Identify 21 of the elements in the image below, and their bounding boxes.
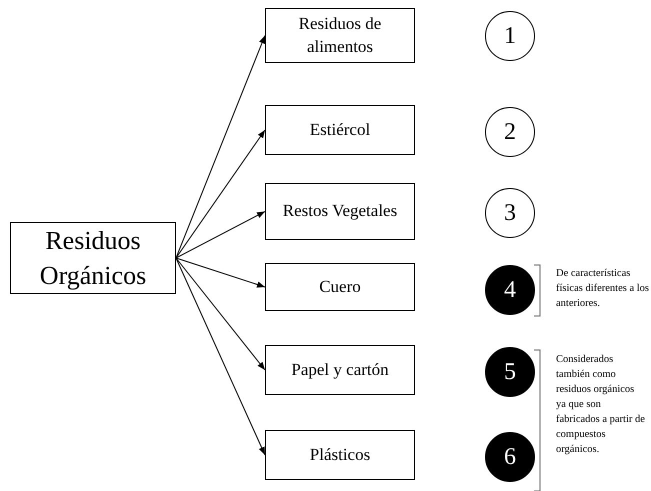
arrow xyxy=(176,130,266,258)
category-box: Plásticos xyxy=(265,430,415,480)
category-box: Residuos de alimentos xyxy=(265,8,415,63)
note-text: De características físicas diferentes a los anteriores. xyxy=(556,267,650,311)
arrow xyxy=(176,258,266,456)
category-box: Cuero xyxy=(265,263,415,311)
number-circle: 6 xyxy=(485,432,535,482)
category-box: Residuos Orgánicos xyxy=(10,222,176,294)
number-circle: 4 xyxy=(485,265,535,315)
category-box: Estiércol xyxy=(265,105,415,155)
number-circle: 3 xyxy=(485,188,535,238)
number-circle: 2 xyxy=(485,107,535,157)
arrow xyxy=(176,258,266,288)
category-box: Restos Vegetales xyxy=(265,183,415,240)
number-circle: 1 xyxy=(485,11,535,61)
arrow xyxy=(176,35,266,258)
arrow xyxy=(176,258,266,370)
note-text: Considerados también como residuos orgánicos ya que son fabricados a partir de compuestos orgánicos. xyxy=(556,353,646,457)
number-circle: 5 xyxy=(485,347,535,397)
category-box: Papel y cartón xyxy=(265,345,415,395)
arrow xyxy=(176,211,266,258)
